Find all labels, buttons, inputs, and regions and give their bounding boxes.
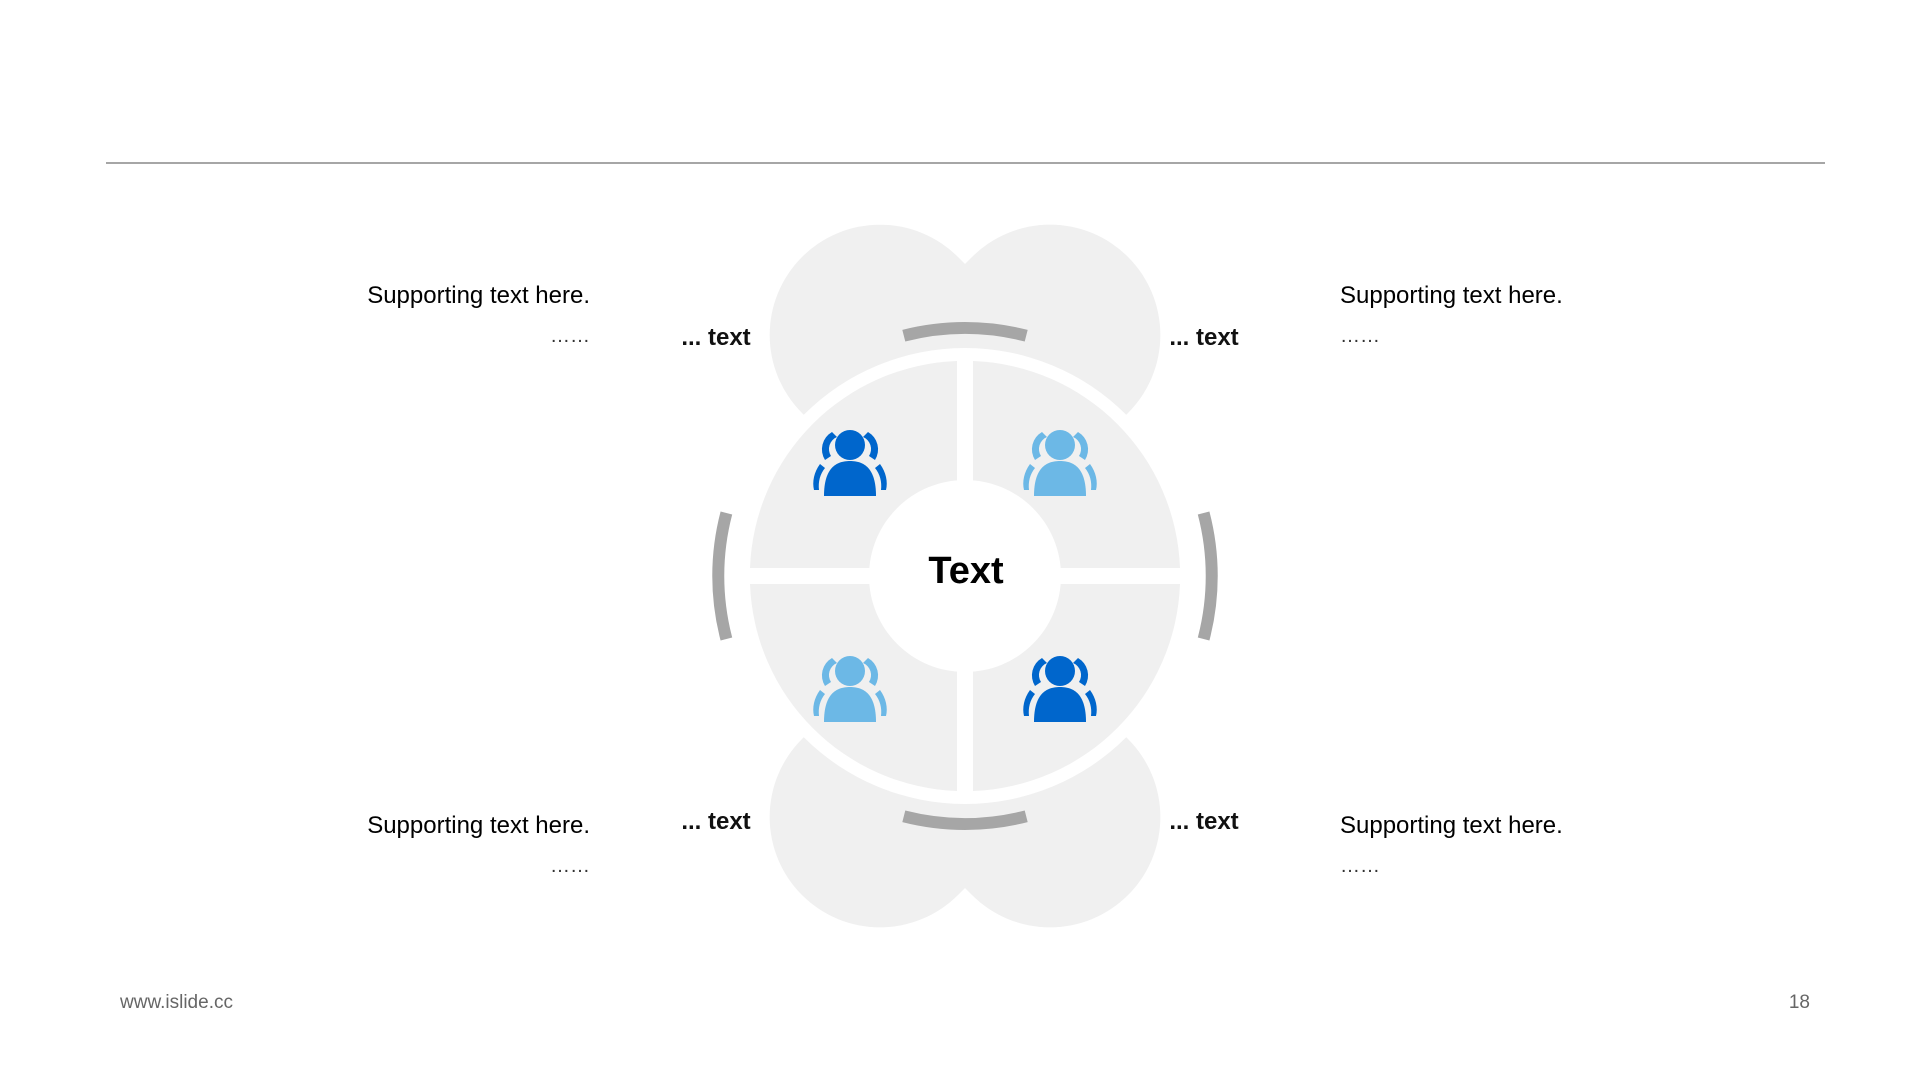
supporting-text: Supporting text here. [1340, 282, 1563, 309]
petal-label-bottom-left: ... text [681, 808, 751, 835]
arc-left [712, 511, 733, 641]
user-group-icon [813, 656, 887, 722]
supporting-text: Supporting text here. [367, 282, 590, 309]
supporting-dots: …… [1340, 325, 1380, 347]
supporting-text-bottom-right: Supporting text here. …… [1340, 806, 1660, 886]
supporting-text-top-right: Supporting text here. …… [1340, 276, 1660, 356]
supporting-dots: …… [550, 325, 590, 347]
user-group-icon [813, 430, 887, 496]
petal-label-top-left: ... text [681, 324, 751, 351]
supporting-text-top-left: Supporting text here. …… [270, 276, 590, 356]
user-group-icon [1023, 656, 1097, 722]
arc-top [902, 322, 1028, 342]
user-group-icon [1023, 430, 1097, 496]
center-label: Text [928, 550, 1004, 592]
supporting-dots: …… [1340, 855, 1380, 877]
center-hub [869, 480, 1061, 672]
supporting-text-bottom-left: Supporting text here. …… [270, 806, 590, 886]
supporting-text: Supporting text here. [1340, 812, 1563, 839]
page-number: 18 [1788, 992, 1810, 1013]
petal-label-top-right: ... text [1169, 324, 1239, 351]
arc-bottom [902, 810, 1028, 830]
arc-right [1197, 511, 1218, 641]
outer-arcs [712, 322, 1218, 830]
top-divider [106, 162, 1825, 164]
petal-label-bottom-right: ... text [1169, 808, 1239, 835]
supporting-dots: …… [550, 855, 590, 877]
footer-url: www.islide.cc [120, 992, 233, 1013]
supporting-text: Supporting text here. [367, 812, 590, 839]
